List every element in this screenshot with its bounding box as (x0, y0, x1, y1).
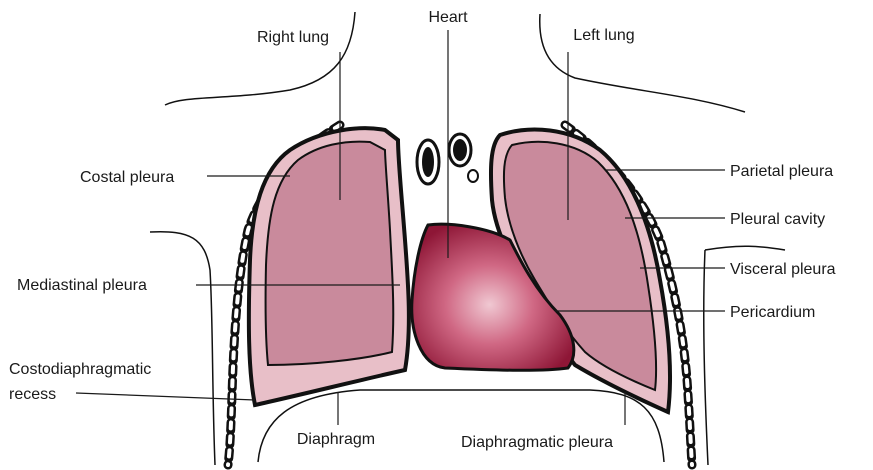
label-visceral-pleura: Visceral pleura (730, 261, 836, 278)
label-heart: Heart (428, 9, 468, 26)
label-pericardium: Pericardium (730, 304, 815, 321)
label-diaphragm: Diaphragm (297, 431, 375, 448)
label-pleural-cavity: Pleural cavity (730, 211, 825, 228)
right-lung-shape (266, 142, 394, 365)
label-recess: recess (9, 386, 56, 403)
label-costal-pleura: Costal pleura (80, 169, 174, 186)
label-mediastinal-pleura: Mediastinal pleura (17, 277, 147, 294)
label-right-lung: Right lung (257, 29, 329, 46)
label-diaphragmatic-pleura: Diaphragmatic pleura (461, 434, 613, 451)
label-costodiaphragmatic: Costodiaphragmatic (9, 361, 151, 378)
label-parietal-pleura: Parietal pleura (730, 163, 833, 180)
label-left-lung: Left lung (573, 27, 634, 44)
